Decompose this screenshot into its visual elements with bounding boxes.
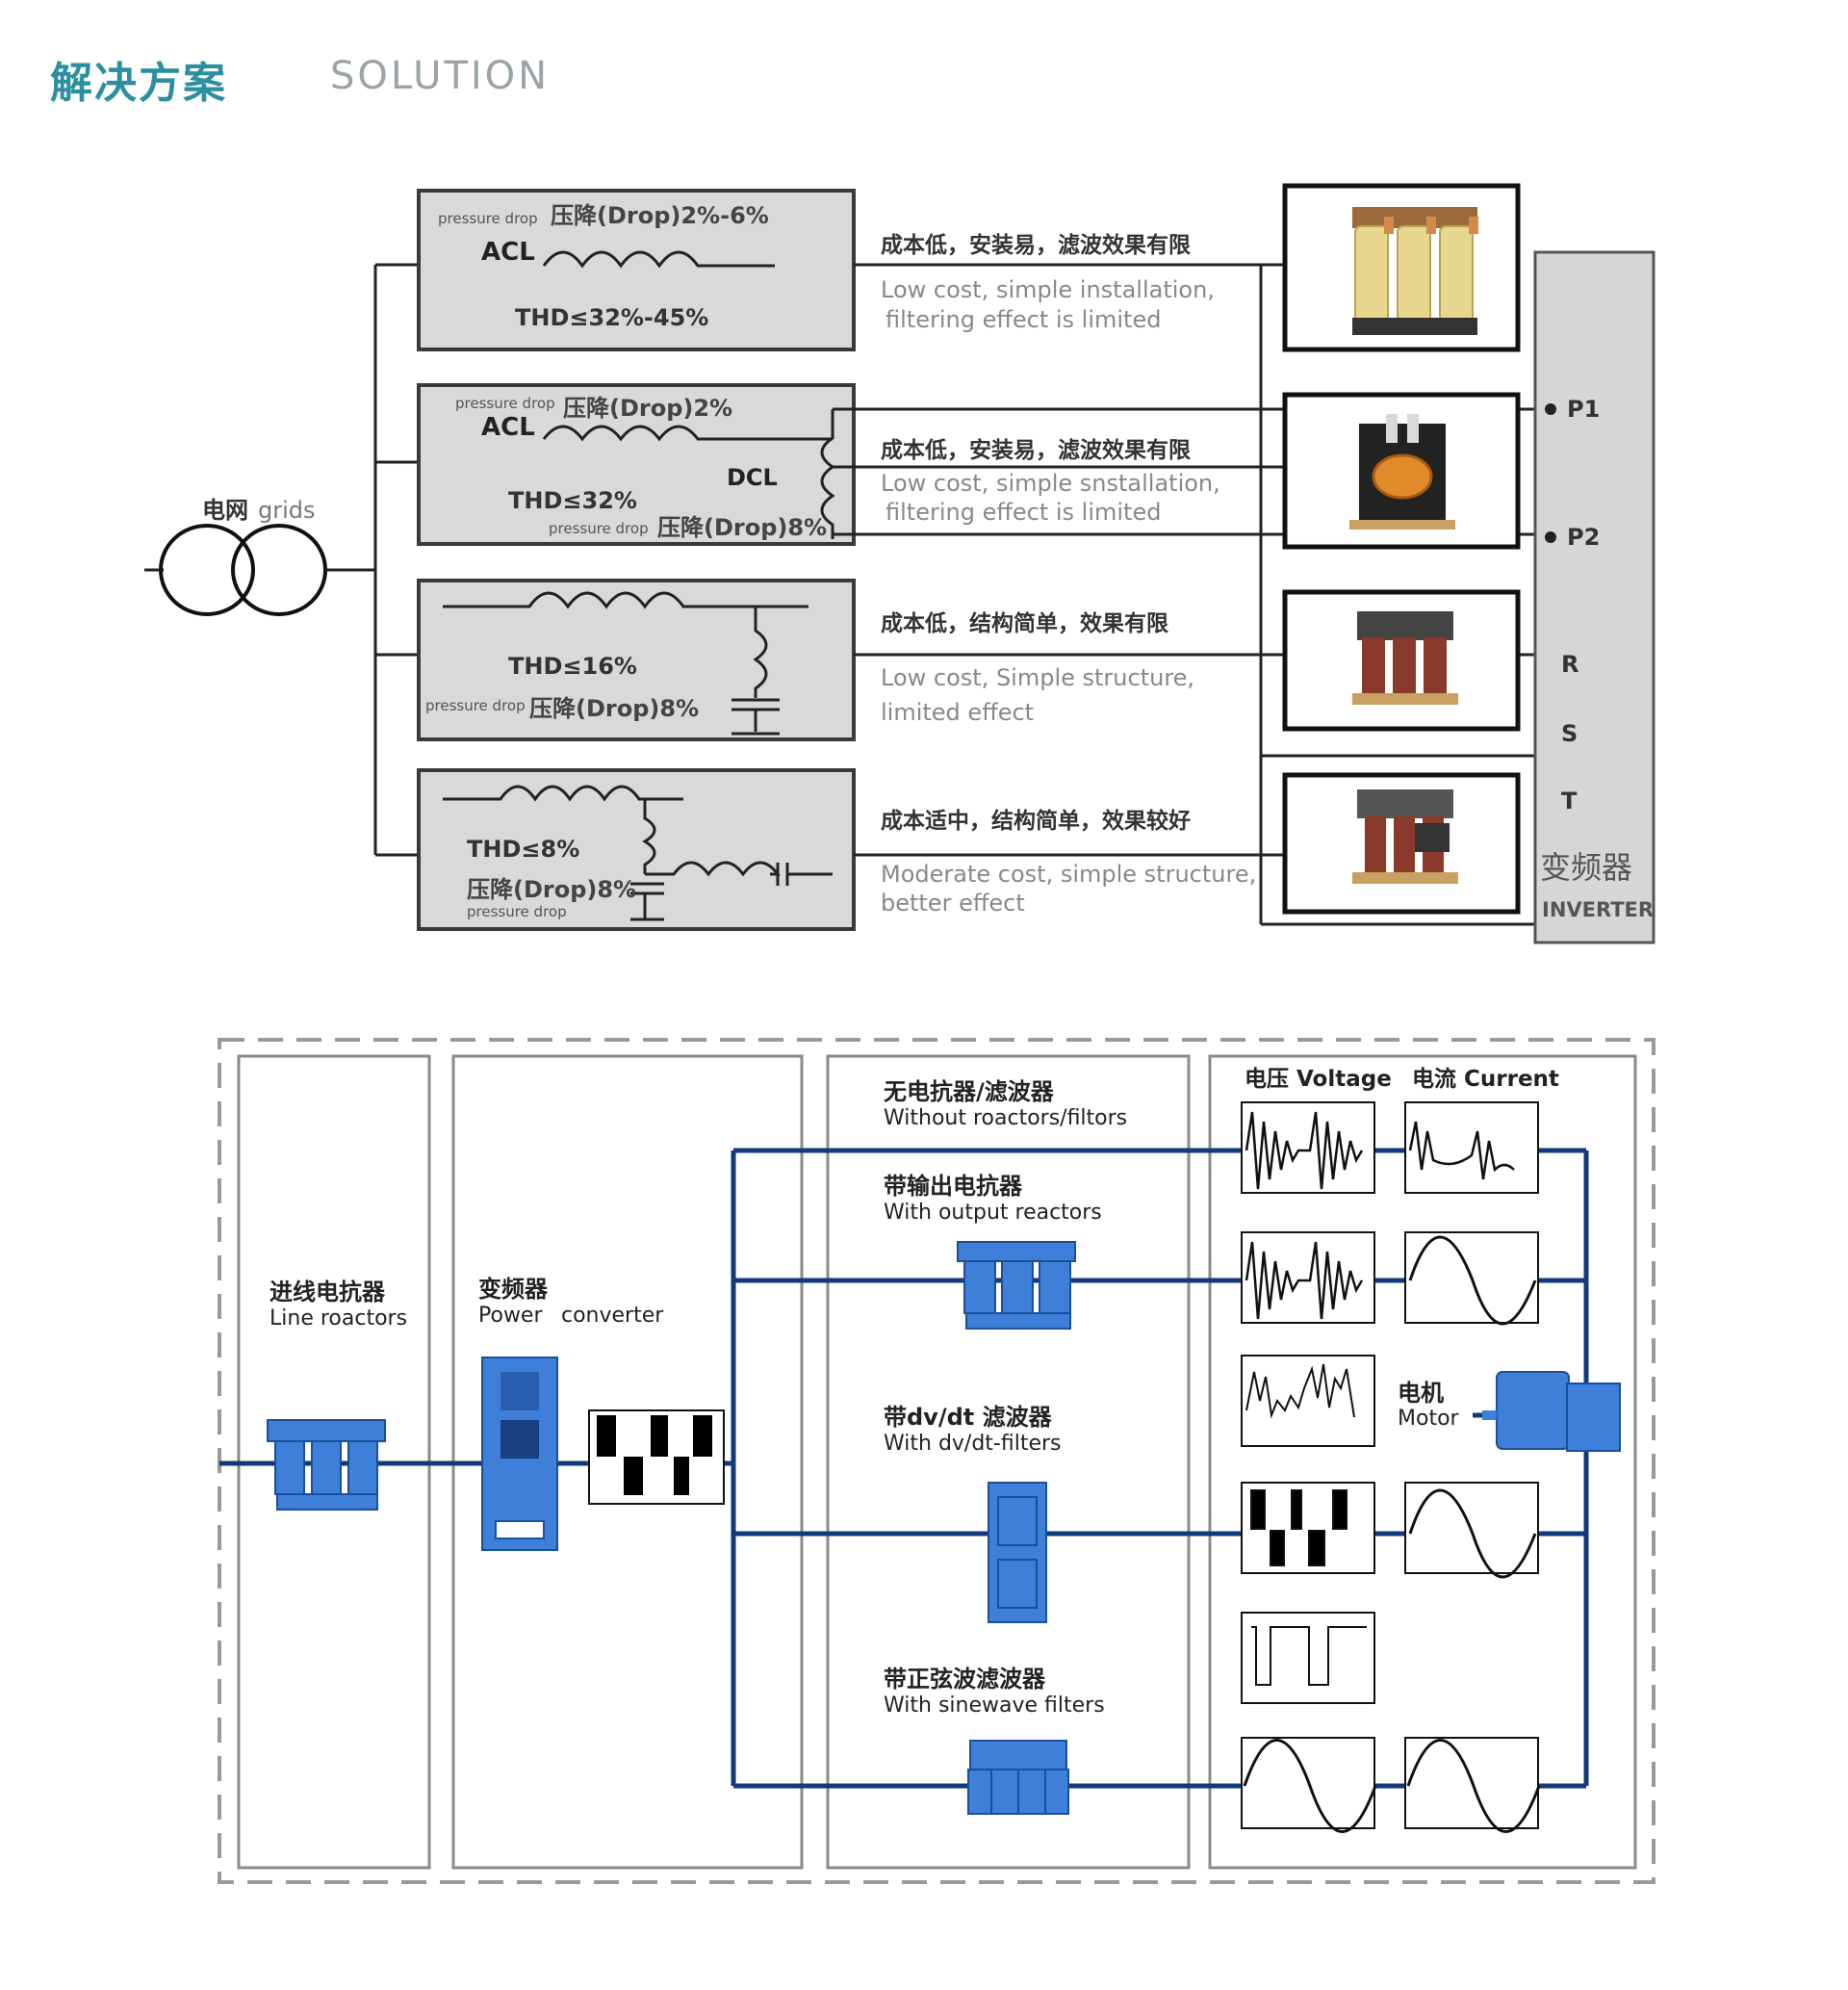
thd-label: THD≤32% — [508, 487, 637, 514]
pd2-big: 压降(Drop)8% — [657, 514, 827, 541]
row-en: With sinewave filters — [884, 1693, 1105, 1718]
desc-en-1: Low cost, simple installation, — [881, 276, 1215, 303]
dcl-reactor-image — [1282, 392, 1521, 550]
output-reactor-device — [957, 1241, 1076, 1330]
pd-small: pressure drop — [425, 697, 526, 714]
desc-en-2: filtering effect is limited — [886, 499, 1161, 526]
filter-box-lc: THD≤16% pressure drop 压降(Drop)8% — [417, 579, 856, 741]
row-cn: 带输出电抗器 — [884, 1173, 1023, 1200]
desc-en-2: filtering effect is limited — [886, 306, 1161, 333]
col-waveforms — [1208, 1054, 1637, 1870]
desc-en-1: Low cost, simple snstallation, — [881, 470, 1220, 497]
grid-transformer: 电网 grids — [144, 497, 375, 616]
inverter-cn: 变频器 — [1540, 849, 1632, 886]
desc-en-1: Moderate cost, simple structure, — [881, 861, 1256, 888]
pd-big: 压降(Drop)8% — [529, 695, 699, 722]
waveform-panels — [1241, 1101, 1541, 1833]
filter-box-acl-dcl: pressure drop 压降(Drop)2% ACL DCL THD≤32%… — [417, 383, 856, 546]
thd-label: THD≤16% — [508, 653, 637, 680]
filter-box-lcl: THD≤8% 压降(Drop)8% pressure drop — [417, 768, 856, 931]
pd-small: pressure drop — [438, 210, 538, 227]
power-converter-device — [481, 1357, 558, 1551]
desc-cn: 成本低，安装易，滤波效果有限 — [881, 437, 1191, 463]
desc-cn: 成本低，结构简单，效果有限 — [881, 610, 1168, 636]
row-cn: 带正弦波滤波器 — [884, 1666, 1046, 1693]
title-cn: 解决方案 — [50, 59, 227, 108]
acl-reactor-image — [1282, 183, 1521, 352]
motor-device — [1482, 1371, 1621, 1452]
row-cn: 无电抗器/滤波器 — [884, 1078, 1055, 1105]
current-label: 电流 Current — [1412, 1066, 1559, 1092]
thd-label: THD≤32%-45% — [515, 304, 708, 331]
line-reactors-cn: 进线电抗器 — [270, 1279, 386, 1305]
desc-cn: 成本适中，结构简单，效果较好 — [881, 808, 1191, 834]
line-reactors-en: Line roactors — [270, 1306, 407, 1331]
pd-big: 压降(Drop)8% — [467, 876, 636, 903]
converter-cn: 变频器 — [478, 1276, 549, 1303]
converter-en-2: converter — [561, 1304, 664, 1328]
pd-small: pressure drop — [467, 903, 567, 920]
desc-cn: 成本低，安装易，滤波效果有限 — [881, 232, 1191, 258]
row-en: Without roactors/filtors — [884, 1106, 1127, 1130]
line-reactor-device — [267, 1419, 386, 1511]
dvdt-filter-device — [988, 1482, 1047, 1623]
port-s: S — [1561, 720, 1578, 747]
desc-en-2: better effect — [881, 890, 1025, 917]
pd-big: 压降(Drop)2%-6% — [551, 202, 769, 229]
row-en: With dv/dt-filters — [884, 1432, 1062, 1456]
acl-label: ACL — [481, 413, 535, 442]
inverter-en: INVERTER — [1542, 898, 1654, 921]
lc-filter-image — [1282, 589, 1521, 732]
desc-en-1: Low cost, Simple structure, — [881, 664, 1194, 691]
grid-label-en: grids — [258, 497, 316, 524]
row-cn: 带dv/dt 滤波器 — [884, 1404, 1053, 1431]
grid-label-cn: 电网 — [202, 497, 248, 524]
title-en: SOLUTION — [330, 54, 551, 98]
converter-en-1: Power — [478, 1304, 543, 1328]
acl-label: ACL — [481, 238, 535, 267]
port-p2: P2 — [1567, 524, 1600, 551]
lcl-filter-image — [1282, 772, 1521, 915]
port-t: T — [1561, 788, 1578, 814]
col-filters — [826, 1054, 1191, 1870]
thd-label: THD≤8% — [467, 836, 579, 863]
motor-en: Motor — [1398, 1407, 1460, 1431]
pd2-small: pressure drop — [549, 520, 649, 537]
port-r: R — [1561, 651, 1578, 678]
motor-cn: 电机 — [1398, 1380, 1444, 1407]
port-p1: P1 — [1567, 396, 1600, 423]
filter-box-acl: pressure drop 压降(Drop)2%-6% ACL THD≤32%-… — [417, 189, 856, 351]
row-en: With output reactors — [884, 1201, 1102, 1225]
dcl-label: DCL — [727, 464, 778, 491]
desc-en-2: limited effect — [881, 699, 1034, 726]
pd-small: pressure drop — [455, 395, 555, 412]
pd-big: 压降(Drop)2% — [563, 395, 732, 422]
inverter-block: P1 P2 R S T 变频器 INVERTER — [1533, 250, 1656, 944]
sinewave-filter-device — [967, 1740, 1069, 1815]
pwm-waveform — [588, 1409, 725, 1505]
voltage-label: 电压 Voltage — [1245, 1067, 1392, 1092]
